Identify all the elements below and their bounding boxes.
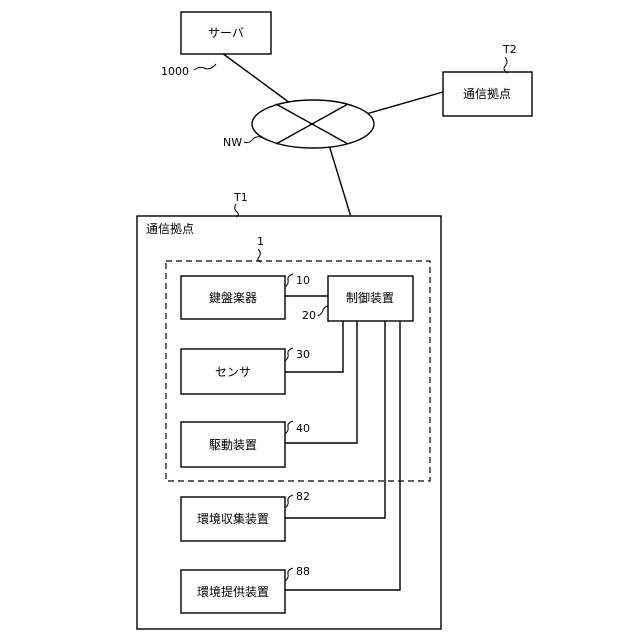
keyboard-label: 鍵盤楽器 (209, 290, 257, 305)
drive-label: 駆動装置 (209, 438, 257, 452)
server-ref-leader (194, 64, 216, 70)
server-ref: 1000 (161, 65, 189, 78)
nw-ref: NW (223, 136, 242, 149)
remote-site-label: 通信拠点 (463, 87, 511, 101)
t2-ref-leader (504, 57, 508, 73)
t1-ref-leader (235, 204, 239, 217)
env-collect-ref: 82 (296, 490, 310, 503)
link-server-network (222, 53, 294, 106)
t2-ref: T2 (502, 43, 517, 56)
env-provide-label: 環境提供装置 (197, 584, 269, 599)
network-node (252, 100, 374, 148)
sensor-label: センサ (215, 365, 251, 379)
link-t2-network (366, 92, 443, 114)
drive-ref: 40 (296, 422, 310, 435)
env-provide-ref: 88 (296, 565, 310, 578)
system-ref: 1 (257, 235, 264, 248)
sensor-ref: 30 (296, 348, 310, 361)
nw-ref-leader (244, 137, 263, 143)
local-site-label: 通信拠点 (146, 222, 194, 236)
t1-ref: T1 (233, 191, 248, 204)
control-ref: 20 (302, 309, 316, 322)
env-collect-label: 環境収集装置 (197, 511, 269, 526)
keyboard-ref: 10 (296, 274, 310, 287)
control-label: 制御装置 (346, 290, 394, 305)
server-label: サーバ (208, 26, 244, 40)
